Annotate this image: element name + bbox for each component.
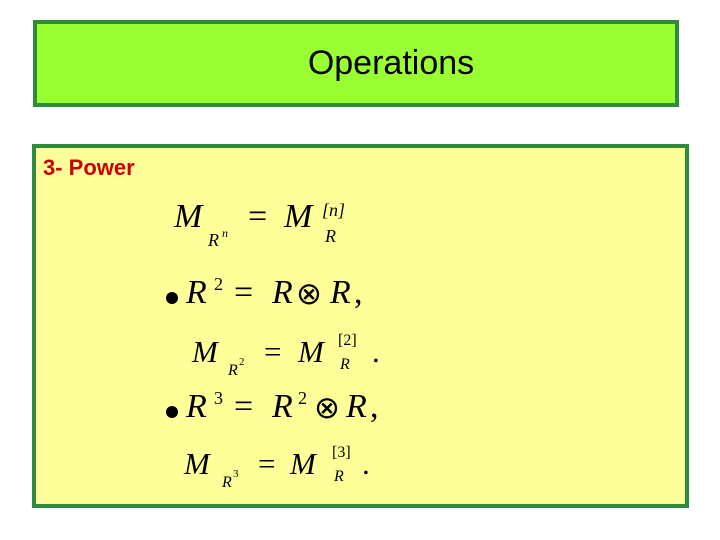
formula-5-lhs-subsup: 3: [233, 468, 239, 480]
formula-4-a-sup: 2: [298, 388, 307, 408]
formula-3-rhs-sub: R: [340, 356, 350, 373]
formula-1-lhs-base: M: [174, 198, 203, 235]
formula-1-lhs-sub: R: [208, 230, 219, 250]
formula-1-lhs-subsup: n: [222, 226, 228, 240]
formula-3-punct: .: [372, 334, 380, 369]
formula-3-lhs-base: M: [192, 334, 218, 369]
slide-title: Operations: [307, 44, 475, 82]
formula-5-rhs-sup: [3]: [332, 444, 351, 461]
bullet-1: [166, 292, 178, 304]
formula-2-equals: =: [234, 274, 254, 311]
formula-4-operator: ⊗: [314, 390, 340, 425]
formula-4-punct: ,: [370, 388, 379, 425]
content-panel: 3- Power M R n = M [n] R R 2 = R ⊗ R , M…: [32, 144, 689, 508]
formula-4-lhs: R: [186, 388, 207, 425]
title-banner: Operations: [33, 20, 679, 107]
formula-1-equals: =: [248, 198, 268, 235]
formula-5-rhs-base: M: [290, 446, 316, 481]
formula-2-lhs: R: [186, 274, 207, 311]
formula-5-rhs-sub: R: [334, 468, 344, 485]
formula-2-punct: ,: [354, 274, 363, 311]
formula-4-b: R: [346, 388, 367, 425]
section-label: 3- Power: [43, 155, 135, 180]
formula-3-rhs-base: M: [298, 334, 324, 369]
formula-5-lhs-sub: R: [222, 474, 232, 491]
bullet-2: [166, 406, 178, 418]
formula-1-rhs-sub: R: [325, 226, 336, 246]
formula-3-equals: =: [264, 334, 282, 369]
formula-3-lhs-subsup: 2: [239, 356, 245, 368]
formula-1-rhs-base: M: [284, 198, 313, 235]
formula-5-punct: .: [362, 446, 370, 481]
formula-3-rhs-sup: [2]: [338, 332, 357, 349]
formula-5-lhs-base: M: [184, 446, 210, 481]
formula-4-equals: =: [234, 388, 254, 425]
formula-2-a: R: [272, 274, 293, 311]
formula-3-lhs-sub: R: [228, 362, 238, 379]
formula-5-equals: =: [258, 446, 276, 481]
formula-2-b: R: [330, 274, 351, 311]
formula-4-a: R: [272, 388, 293, 425]
formula-4-lhs-sup: 3: [214, 388, 223, 408]
formula-1-rhs-sup: [n]: [322, 200, 346, 220]
formula-2-operator: ⊗: [296, 276, 322, 311]
formula-2-lhs-sup: 2: [214, 274, 223, 294]
